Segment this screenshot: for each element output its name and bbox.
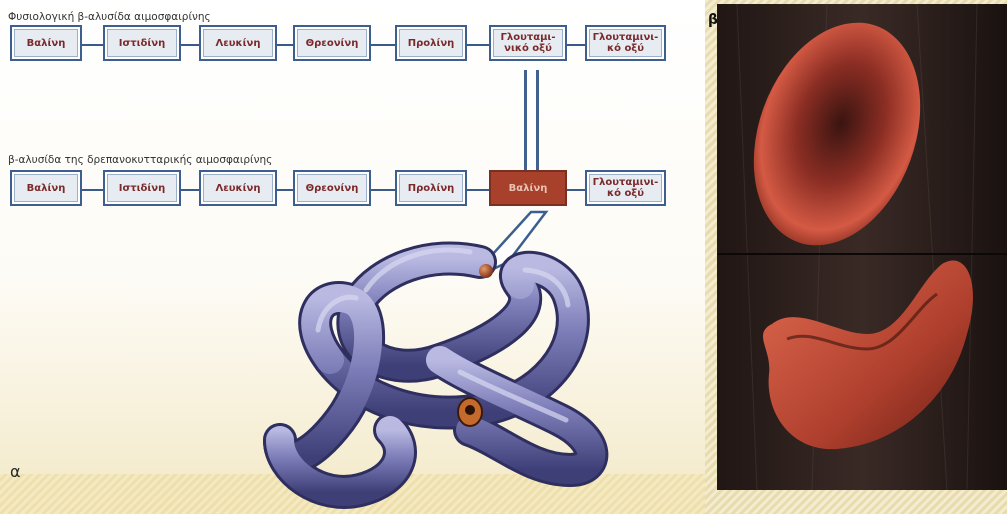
mutated-residue-marker <box>479 264 493 278</box>
panel-a-label: α <box>10 462 21 481</box>
folded-protein-ribbon-icon <box>280 250 591 492</box>
panel-b-label: β <box>708 12 718 28</box>
heme-group-icon <box>458 398 482 426</box>
micrograph-panel-b <box>717 4 1007 490</box>
protein-illustration <box>0 0 705 514</box>
